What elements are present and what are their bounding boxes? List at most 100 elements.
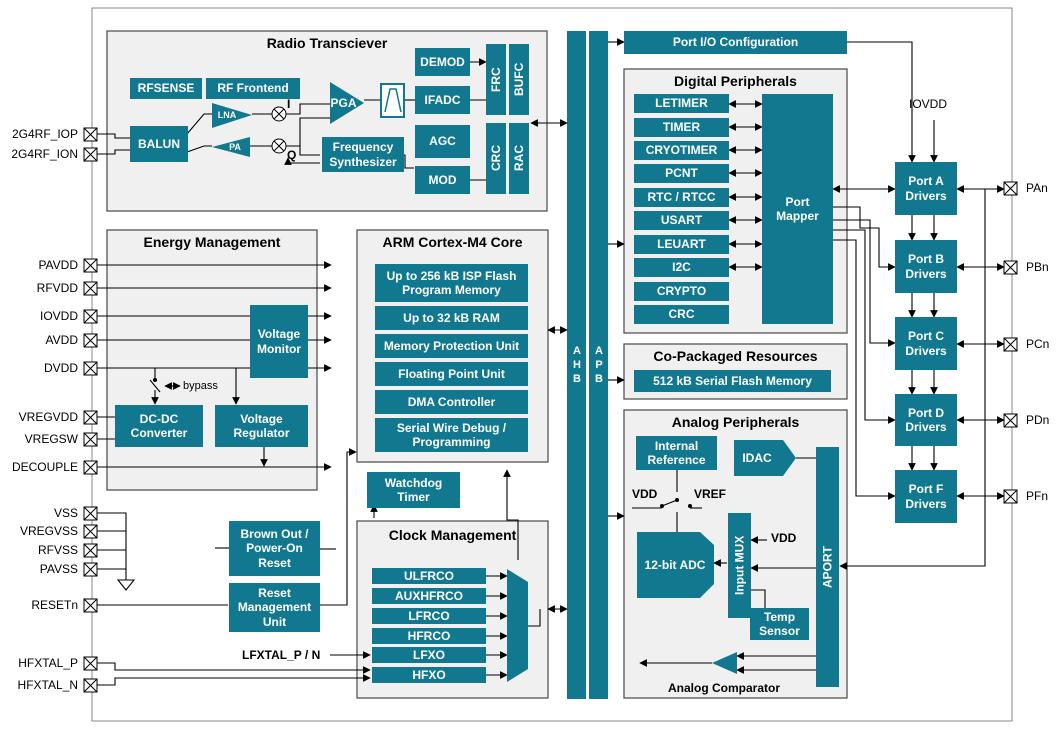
lfxtal-label: LFXTAL_P / N xyxy=(242,648,321,662)
internal-reference-block: Internal Reference xyxy=(636,436,717,470)
rfsense-block: RFSENSE xyxy=(130,78,202,99)
serial-flash-block: 512 kB Serial Flash Memory xyxy=(634,370,831,392)
lna-amplifier: LNA xyxy=(217,110,237,120)
ahb-letter-1: A xyxy=(573,345,581,357)
pin-pan: PAn xyxy=(1026,181,1048,195)
usart-block: USART xyxy=(634,211,729,230)
demod-block: DEMOD xyxy=(415,48,470,76)
timer-block: TIMER xyxy=(634,118,729,137)
input-mux-block: Input MUX xyxy=(728,513,751,618)
leuart-block: LEUART xyxy=(634,235,729,254)
pin-iovdd: IOVDD xyxy=(39,309,78,323)
pin-dvdd: DVDD xyxy=(43,361,78,375)
pin-pdn: PDn xyxy=(1026,413,1050,427)
voltage-monitor-block: Voltage Monitor xyxy=(250,305,308,378)
iovdd-label: IOVDD xyxy=(909,97,948,111)
pin-hfxtal-n: HFXTAL_N xyxy=(17,678,78,692)
ahb-letter-3: B xyxy=(573,373,581,385)
hfrco-block: HFRCO xyxy=(372,628,486,644)
ifadc-block: IFADC xyxy=(415,86,470,114)
port-b-drivers: Port B Drivers xyxy=(895,240,957,293)
pga-amplifier: PGA xyxy=(330,96,357,110)
pin-2g4rf-iop: 2G4RF_IOP xyxy=(11,127,78,141)
lfxo-block: LFXO xyxy=(372,647,486,663)
pin-rfvss: RFVSS xyxy=(37,543,78,557)
pin-pavss: PAVSS xyxy=(39,562,78,576)
radio-title: Radio Transciever xyxy=(266,35,388,51)
idac-block: IDAC xyxy=(742,451,772,465)
brown-out-reset-block: Brown Out / Power-On Reset xyxy=(229,521,320,576)
dcdc-converter-block: DC-DC Converter xyxy=(115,405,203,447)
voltage-regulator-block: Voltage Regulator xyxy=(215,405,308,447)
pin-pavdd: PAVDD xyxy=(38,258,78,272)
i-channel-label: I xyxy=(287,97,291,111)
temp-sensor-block: Temp Sensor xyxy=(750,608,809,640)
lfrco-block: LFRCO xyxy=(372,608,486,624)
pin-pfn: PFn xyxy=(1026,489,1049,503)
pin-pcn: PCn xyxy=(1026,337,1050,351)
port-a-drivers: Port A Drivers xyxy=(895,162,957,215)
copackaged-title: Co-Packaged Resources xyxy=(653,348,818,364)
mod-block: MOD xyxy=(415,166,470,194)
pin-vss: VSS xyxy=(53,506,78,520)
pin-rfvdd: RFVDD xyxy=(36,281,78,295)
frequency-synthesizer-block: Frequency Synthesizer xyxy=(322,137,404,172)
pin-hfxtal-p: HFXTAL_P xyxy=(18,656,78,670)
hfxo-block: HFXO xyxy=(372,667,486,683)
i2c-block: I2C xyxy=(634,258,729,277)
vref-label: VREF xyxy=(694,487,727,501)
serial-wire-debug-block: Serial Wire Debug / Programming xyxy=(375,418,528,452)
q-channel-label: Q xyxy=(287,148,297,162)
core-title: ARM Cortex-M4 Core xyxy=(382,234,523,250)
agc-block: AGC xyxy=(415,125,470,158)
pin-vregvdd: VREGVDD xyxy=(18,410,78,424)
port-c-drivers: Port C Drivers xyxy=(895,317,957,370)
bufc-block: BUFC xyxy=(509,44,529,115)
flash-memory-block: Up to 256 kB ISP Flash Program Memory xyxy=(375,264,528,302)
pa-amplifier: PA xyxy=(229,142,241,152)
rf-frontend-label: RF Frontend xyxy=(206,78,300,99)
rtc-rtcc-block: RTC / RTCC xyxy=(634,188,729,207)
pin-resetn: RESETn xyxy=(31,598,78,612)
ram-block: Up to 32 kB RAM xyxy=(375,306,528,330)
vdd-label: VDD xyxy=(632,487,658,501)
pin-vregvss: VREGVSS xyxy=(19,524,78,538)
clock-title: Clock Management xyxy=(388,527,517,543)
pin-decouple: DECOUPLE xyxy=(11,460,78,474)
rac-block: RAC xyxy=(509,123,529,194)
crc-radio-block: CRC xyxy=(486,123,506,194)
ulfrco-block: ULFRCO xyxy=(372,568,486,584)
pin-vregsw: VREGSW xyxy=(24,432,78,446)
pcnt-block: PCNT xyxy=(634,164,729,183)
pin-avdd: AVDD xyxy=(45,333,78,347)
mux-vdd-label: VDD xyxy=(771,531,797,545)
ahb-letter-2: H xyxy=(573,359,581,371)
port-f-drivers: Port F Drivers xyxy=(895,470,957,523)
letimer-block: LETIMER xyxy=(634,94,729,113)
energy-title: Energy Management xyxy=(143,234,281,250)
port-io-configuration-block: Port I/O Configuration xyxy=(624,31,847,54)
crc-block: CRC xyxy=(634,305,729,324)
cryotimer-block: CRYOTIMER xyxy=(634,141,729,160)
bypass-label: bypass xyxy=(183,380,218,392)
watchdog-timer-block: Watchdog Timer xyxy=(367,472,460,508)
frc-block: FRC xyxy=(486,44,506,115)
apb-letter-3: B xyxy=(595,373,603,385)
apb-letter-2: P xyxy=(595,359,603,371)
port-d-drivers: Port D Drivers xyxy=(895,394,957,446)
digital-title: Digital Peripherals xyxy=(674,73,797,89)
auxhfrco-block: AUXHFRCO xyxy=(372,588,486,604)
port-mapper-block: Port Mapper xyxy=(762,94,833,324)
reset-management-block: Reset Management Unit xyxy=(229,583,320,632)
analog-comparator-label: Analog Comparator xyxy=(667,681,780,695)
adc-block: 12-bit ADC xyxy=(644,558,706,572)
mpu-block: Memory Protection Unit xyxy=(375,334,528,358)
apb-letter-1: A xyxy=(595,345,603,357)
analog-title: Analog Peripherals xyxy=(671,414,800,430)
pin-2g4rf-ion: 2G4RF_ION xyxy=(11,147,78,161)
crypto-block: CRYPTO xyxy=(634,282,729,301)
pin-pbn: PBn xyxy=(1026,260,1049,274)
aport-block: APORT xyxy=(816,447,839,687)
fpu-block: Floating Point Unit xyxy=(375,362,528,386)
